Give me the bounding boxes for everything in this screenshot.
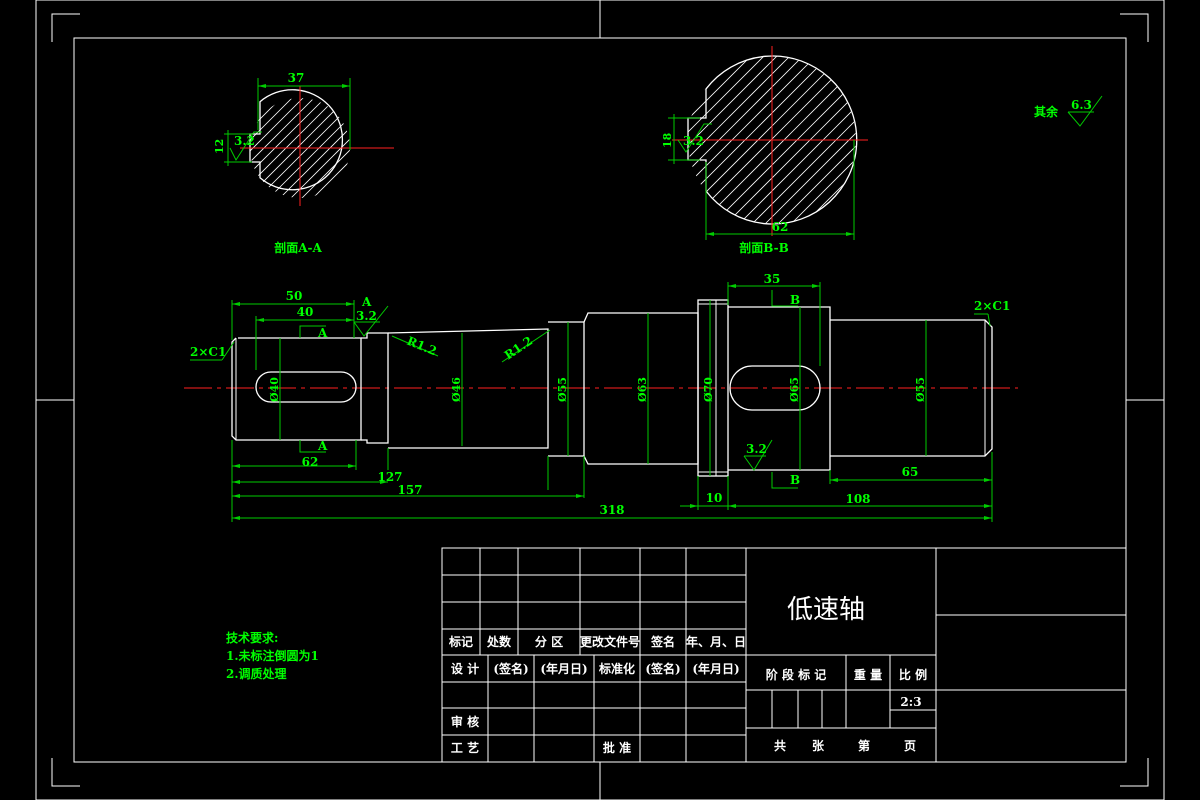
section-marks: A A B B A — [299, 290, 800, 489]
tb-scale-label: 比 例 — [899, 667, 927, 682]
tb-header: 处数 — [486, 634, 512, 649]
fillet-r1: R1.2 — [405, 334, 439, 359]
technical-requirements: 技术要求: 1.未标注倒圆为1 2.调质处理 — [226, 630, 319, 681]
aa-caption: 剖面A-A — [274, 240, 322, 255]
tb-header: 标记 — [448, 634, 473, 649]
section-mark-a-bottom: A — [317, 439, 328, 453]
drawing-frame — [35, 0, 1165, 800]
chamfer-left: 2×C1 — [190, 345, 226, 359]
tb-sheet: 第 — [858, 738, 870, 753]
tb-review: 审 核 — [451, 714, 479, 729]
tb-process: 工 艺 — [451, 740, 479, 755]
tb-scale: 2:3 — [900, 695, 921, 709]
tech-item: 2.调质处理 — [226, 666, 287, 681]
shaft-outline — [231, 299, 993, 477]
bb-key-depth-dim: 18 — [661, 132, 674, 148]
dia-63: Ø63 — [636, 377, 649, 402]
tb-header: 年、月、日 — [686, 634, 746, 649]
chamfer-labels: 2×C1 2×C1 — [190, 299, 1010, 361]
tb-header: 更改文件号 — [580, 634, 640, 649]
aa-key-depth-dim: 12 — [213, 139, 226, 154]
dim-127: 127 — [377, 470, 402, 484]
tb-design: 设 计 — [451, 661, 479, 676]
fillet-r2: R1.2 — [502, 334, 535, 363]
chamfer-right: 2×C1 — [974, 299, 1010, 313]
section-b-b: 62 18 3.2 剖面B-B — [661, 46, 868, 255]
tb-sheet: 页 — [904, 739, 916, 753]
dim-50: 50 — [286, 289, 303, 303]
bottom-dimensions: 62 127 157 318 10 108 65 — [231, 440, 993, 522]
roughness-shaft-1: 3.2 — [356, 309, 377, 323]
section-a-a: 37 12 3.2 剖面A-A — [213, 71, 394, 255]
aa-width-dim: 37 — [288, 71, 305, 85]
dim-10: 10 — [706, 491, 723, 505]
surface-note-label: 其余 — [1034, 104, 1059, 119]
tb-approve: 批 准 — [603, 740, 631, 755]
tb-header: 分 区 — [535, 634, 563, 649]
tb-sheet: 共 — [774, 738, 786, 753]
dim-35: 35 — [764, 272, 781, 286]
tb-header: 签名 — [650, 634, 675, 649]
dim-40: 40 — [297, 305, 314, 319]
dia-55-b: Ø55 — [914, 377, 927, 402]
top-dimensions: 50 40 35 — [231, 272, 821, 370]
section-mark-b-bottom: B — [790, 473, 800, 487]
title-block: 低速轴 标记 处数 分 区 更改文件号 签名 年、月、日 设 计 (签名) (年… — [441, 547, 1127, 763]
roughness-mark-a: A — [361, 295, 372, 309]
part-name: 低速轴 — [787, 595, 865, 625]
tb-design: (年月日) — [692, 661, 739, 676]
dim-62: 62 — [302, 455, 319, 469]
tb-design: (签名) — [493, 661, 528, 676]
shaft-roughness-marks: 3.2 3.2 — [353, 305, 773, 471]
bb-roughness: 3.2 — [683, 134, 704, 148]
aa-roughness: 3.2 — [234, 134, 255, 148]
dim-157: 157 — [397, 483, 422, 497]
surface-note-value: 6.3 — [1071, 98, 1092, 112]
dim-65: 65 — [902, 465, 919, 479]
shaft-main-view: 50 40 35 A A B B A — [184, 272, 1018, 522]
tb-stage: 阶 段 标 记 — [766, 667, 827, 682]
tech-item: 1.未标注倒圆为1 — [226, 648, 319, 663]
dia-40: Ø40 — [268, 377, 281, 402]
dia-70: Ø70 — [702, 377, 715, 402]
tech-title: 技术要求: — [226, 630, 278, 645]
dia-65: Ø65 — [788, 377, 801, 402]
dim-318: 318 — [599, 503, 624, 517]
dia-46: Ø46 — [450, 377, 463, 402]
bb-width-dim: 62 — [772, 220, 789, 234]
section-mark-a-top: A — [317, 326, 328, 340]
dim-108: 108 — [845, 492, 870, 506]
tb-sheet: 张 — [812, 738, 825, 753]
roughness-shaft-2: 3.2 — [746, 442, 767, 456]
bb-caption: 剖面B-B — [739, 240, 789, 255]
fillet-labels: R1.2 R1.2 — [391, 329, 551, 363]
tb-design: (年月日) — [540, 661, 587, 676]
tb-design: 标准化 — [598, 661, 635, 676]
tb-weight: 重 量 — [854, 667, 882, 682]
diameter-dimensions: Ø40 Ø46 Ø55 Ø63 Ø70 Ø65 Ø55 — [268, 300, 927, 476]
section-mark-b-top: B — [790, 293, 800, 307]
surface-roughness-note: 其余 6.3 — [1034, 95, 1103, 127]
dia-55-a: Ø55 — [556, 377, 569, 402]
tb-design: (签名) — [645, 661, 680, 676]
